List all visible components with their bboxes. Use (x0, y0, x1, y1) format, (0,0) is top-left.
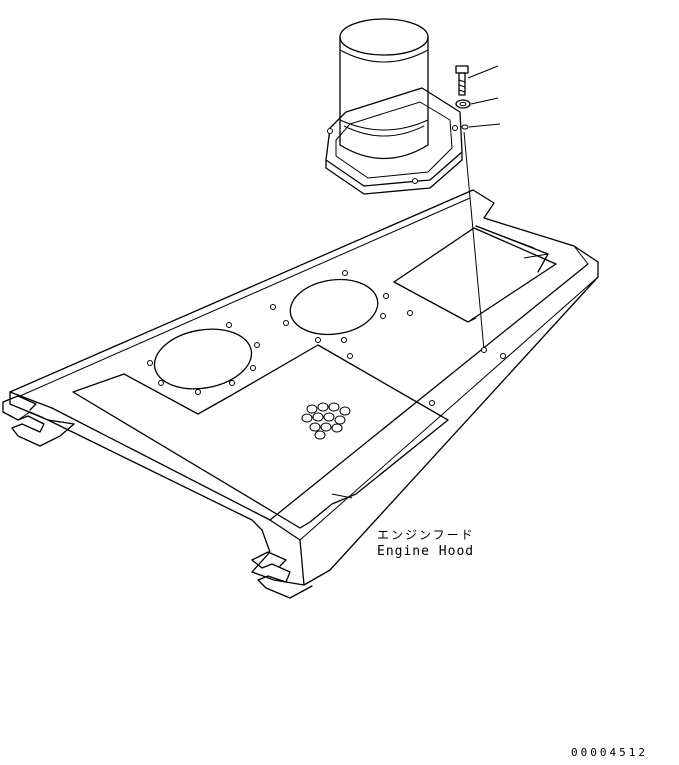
hole-icon (461, 124, 469, 130)
vent-hole-cluster (301, 402, 351, 440)
frame-holes (429, 347, 506, 406)
part-name-english: Engine Hood (377, 544, 475, 559)
drawing-number: 00004512 (571, 746, 648, 759)
leader-lines (463, 65, 501, 351)
washer-icon (455, 99, 471, 109)
bolt-icon (455, 65, 469, 96)
air-cleaner-canister (325, 18, 463, 195)
fan-opening-left (147, 322, 260, 395)
fan-opening-right (270, 270, 413, 359)
engine-hood-frame (2, 189, 599, 599)
part-name-japanese: エンジンフード (377, 528, 475, 542)
